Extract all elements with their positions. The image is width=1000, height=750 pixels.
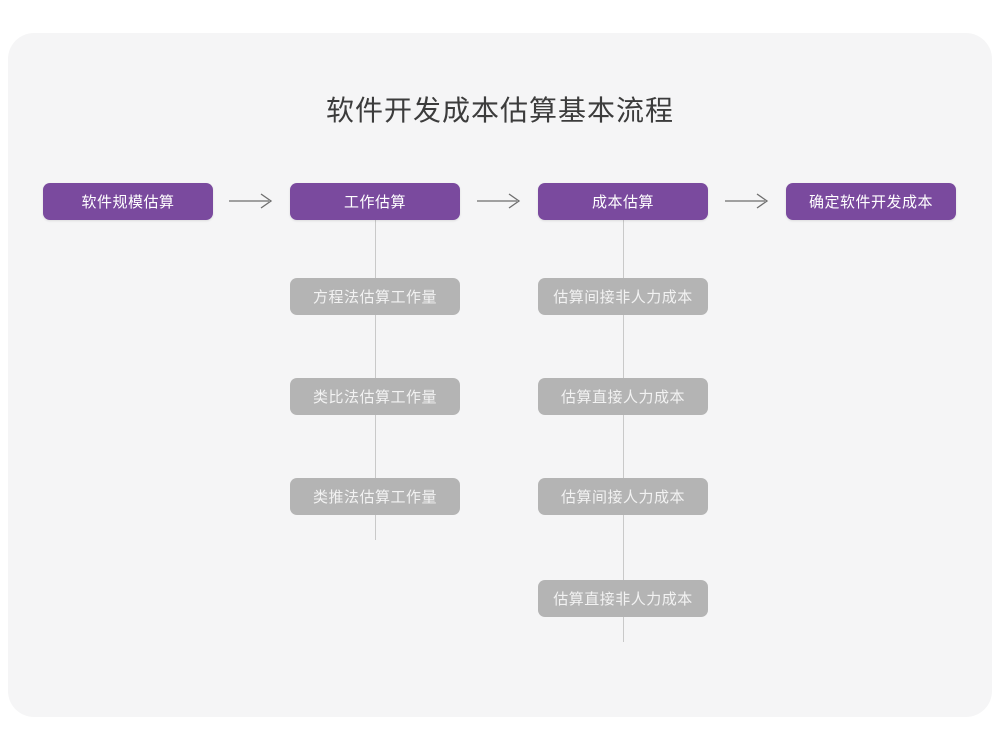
flow-node-cost-estimation[interactable]: 成本估算 [538,183,708,220]
flow-node-software-scale-estimation[interactable]: 软件规模估算 [43,183,213,220]
flow-arrow-3 [724,190,772,212]
flow-subnode-indirect-nonlabor-cost[interactable]: 估算间接非人力成本 [538,278,708,315]
flow-subnode-direct-labor-cost[interactable]: 估算直接人力成本 [538,378,708,415]
flow-subnode-indirect-labor-cost[interactable]: 估算间接人力成本 [538,478,708,515]
flow-node-effort-estimation[interactable]: 工作估算 [290,183,460,220]
diagram-title: 软件开发成本估算基本流程 [325,94,674,127]
connector-line-column-2 [623,220,624,642]
flow-subnode-direct-nonlabor-cost[interactable]: 估算直接非人力成本 [538,580,708,617]
flow-subnode-equation-method-effort[interactable]: 方程法估算工作量 [290,278,460,315]
flow-subnode-inference-method-effort[interactable]: 类推法估算工作量 [290,478,460,515]
flow-arrow-2 [476,190,524,212]
flow-subnode-analogy-method-effort[interactable]: 类比法估算工作量 [290,378,460,415]
flow-arrow-1 [228,190,276,212]
flow-node-determine-development-cost[interactable]: 确定软件开发成本 [786,183,956,220]
diagram-card [8,33,992,717]
